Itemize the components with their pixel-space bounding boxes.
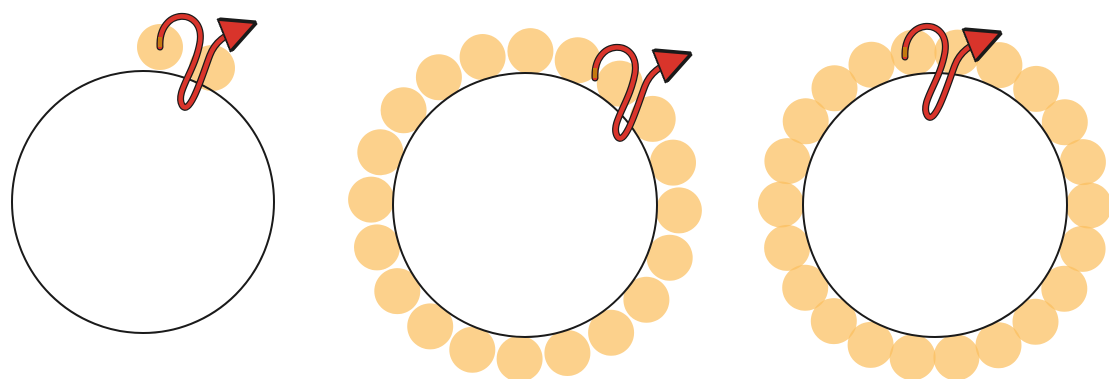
bead	[507, 28, 553, 74]
beads-layer	[137, 24, 1109, 379]
bead	[357, 129, 403, 175]
bead	[544, 330, 590, 376]
bead	[656, 187, 702, 233]
bead	[449, 327, 495, 373]
bead	[764, 138, 810, 184]
bead	[348, 177, 394, 223]
bead	[890, 334, 936, 379]
bead	[354, 224, 400, 270]
bead	[647, 235, 693, 281]
bead	[1060, 139, 1106, 185]
bead	[460, 34, 506, 80]
bead	[758, 182, 804, 228]
panel-1-core-circle	[12, 71, 274, 333]
bead	[933, 335, 979, 380]
circles-layer	[12, 71, 1067, 337]
bead	[650, 140, 696, 186]
bead	[497, 336, 543, 379]
bead	[1066, 183, 1109, 229]
bead	[1060, 226, 1106, 272]
bead	[764, 225, 810, 271]
